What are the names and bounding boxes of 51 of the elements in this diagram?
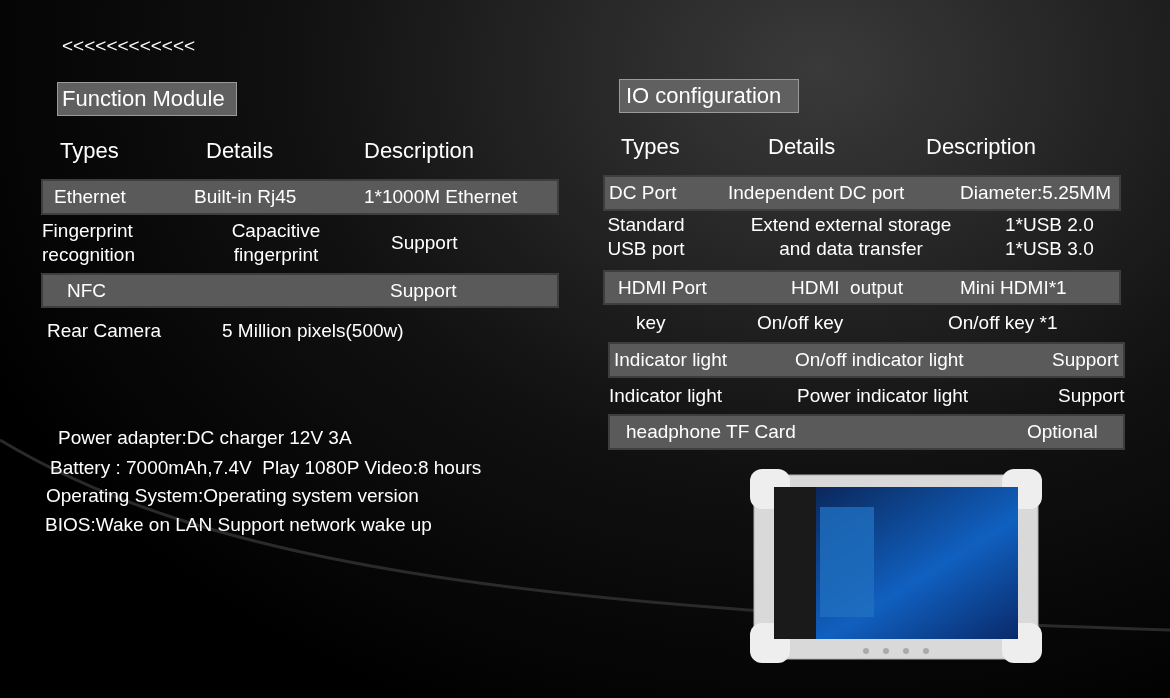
spec-text: Fingerprint recognition [42, 219, 136, 267]
table-row-band [603, 270, 1121, 305]
table-row-band [608, 342, 1125, 378]
spec-value: headphone TF Card [626, 421, 796, 443]
table-row-band [603, 175, 1121, 211]
spec-note: BIOS:Wake on LAN Support network wake up [45, 513, 432, 537]
spec-value: HDMI Port [618, 276, 707, 299]
column-header: Details [206, 139, 274, 163]
spec-text: Capacitive fingerprint [230, 219, 322, 267]
spec-value: DC Port [609, 182, 677, 204]
spec-value: Support [1052, 349, 1119, 371]
spec-value: 1*1000M Ethernet [364, 186, 518, 208]
spec-value: Indicator light [614, 349, 727, 371]
spec-text: key [636, 311, 666, 335]
column-header: Details [768, 135, 836, 159]
spec-text: Indicator light [609, 384, 722, 408]
spec-value: On/off indicator light [795, 349, 964, 371]
table-row-band [608, 414, 1125, 450]
spec-note: Operating System:Operating system version [46, 484, 419, 508]
table-row-band [41, 179, 559, 215]
column-header: Description [926, 135, 1037, 159]
spec-value: Independent DC port [728, 182, 905, 204]
column-header: Types [60, 139, 119, 163]
section-title: IO configuration [626, 85, 782, 107]
spec-text: 5 Million pixels(500w) [222, 319, 404, 343]
spec-text: Support [391, 231, 458, 255]
spec-value: Built-in Rj45 [194, 186, 297, 208]
spec-text: Extend external storage and data transfer [749, 213, 953, 261]
table-row-band [41, 273, 559, 308]
section-heading [619, 79, 799, 113]
spec-value: Diameter:5.25MM [960, 182, 1111, 204]
spec-value: Optional [1027, 421, 1098, 443]
spec-value: NFC [67, 279, 107, 302]
back-chevrons: <<<<<<<<<<<< [62, 34, 196, 58]
spec-text: Rear Camera [47, 319, 162, 343]
section-heading [57, 82, 237, 116]
spec-value: HDMI output [791, 276, 903, 299]
spec-note: Power adapter:DC charger 12V 3A [58, 426, 352, 450]
spec-text: 1*USB 2.0 1*USB 3.0 [1005, 213, 1095, 261]
spec-text: Support [1058, 384, 1125, 408]
spec-text: Power indicator light [797, 384, 969, 408]
spec-value: Support [390, 279, 457, 302]
column-header: Types [621, 135, 680, 159]
spec-value: Ethernet [54, 186, 126, 208]
spec-value: Mini HDMI*1 [960, 276, 1067, 299]
spec-text: On/off key *1 [948, 311, 1058, 335]
section-title: Function Module [62, 88, 225, 110]
spec-text: On/off key [757, 311, 844, 335]
column-header: Description [364, 139, 475, 163]
spec-text: Standard USB port [606, 213, 686, 261]
spec-note: Battery : 7000mAh,7.4V Play 1080P Video:8 hours [50, 456, 482, 480]
